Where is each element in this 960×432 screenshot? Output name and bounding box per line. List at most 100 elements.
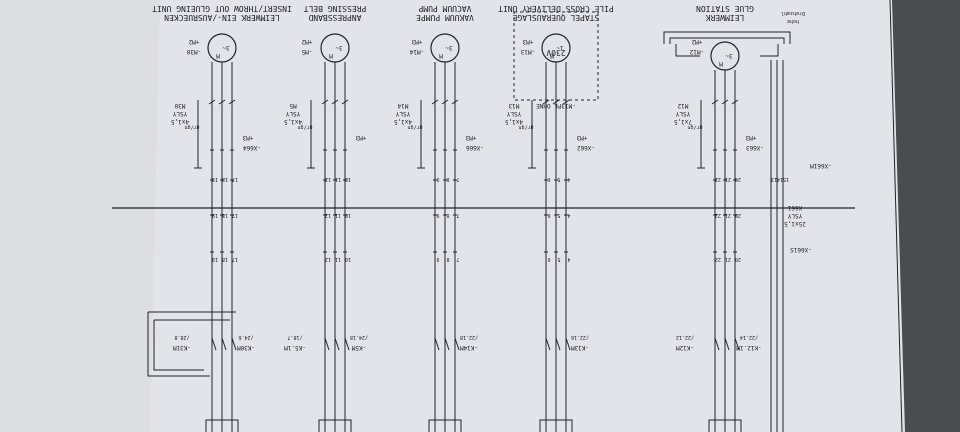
wire-number: 10 [345, 212, 351, 218]
relay-ref: /22.16 [571, 334, 589, 340]
contact-blade [324, 337, 330, 351]
contact-blade [555, 337, 561, 351]
cable-tick [331, 99, 339, 105]
wire-number: 7 [456, 176, 459, 182]
motor-enclosure [513, 11, 599, 101]
unit-header-line: LEIMWERK [706, 13, 745, 22]
extra-cable-spec: 25x1,5 [784, 220, 806, 227]
extra-cable-spec: X661 [787, 204, 802, 211]
wire-number: 10 [345, 256, 351, 262]
wire-number: 8 [446, 176, 449, 182]
wire-number: 21 [725, 176, 731, 182]
unit-header-line: LEIMWERK EIN-/AUSRUECKEN [164, 13, 280, 22]
wire-number: 18 [222, 256, 228, 262]
relay-tag: -K13M [571, 344, 589, 351]
terminal-box [318, 419, 352, 432]
motor-rating: 3~ [222, 44, 230, 51]
cable-spec: M5 [289, 102, 297, 109]
wire-number: 5 [557, 176, 560, 182]
cable-tick [731, 99, 739, 105]
wire-number: 6 [547, 256, 550, 262]
motor-rating: 1~ [556, 44, 564, 51]
wire-number: 6 [547, 212, 550, 218]
unit-0: GLUE STATIONLEIMWERKM3~+M2-M12Drehzahlho… [674, 4, 832, 432]
note-0: Drehzahl [781, 10, 805, 16]
wire-number: 17 [232, 176, 238, 182]
wire-number: 9 [436, 176, 439, 182]
contact-blade [454, 337, 460, 351]
pe-label: gr/gn [687, 124, 702, 130]
terminal-box [539, 419, 573, 432]
relay-tag: -K30M [237, 344, 255, 351]
wire-number: 12 [325, 256, 331, 262]
cross-label-b: -M12 [689, 48, 704, 55]
relay-tag: -K5M [351, 344, 366, 351]
unit-3: PRESSING BELTANPRESSBANDM3~+M2-M5gr/gnM5… [284, 4, 368, 432]
wire-number: 19 [212, 176, 218, 182]
connector-tag: +M3 [576, 134, 587, 141]
extra-terminal-tag: -X661S [790, 246, 812, 253]
terminal-box [205, 419, 239, 432]
cable-tick [441, 99, 449, 105]
motor-tag: M [439, 52, 443, 59]
wire-number: 8 [446, 212, 449, 218]
cable-spec: YSLY [395, 110, 410, 117]
cable-spec: YSLY [506, 110, 521, 117]
cable-tick [431, 99, 439, 105]
motor-rating: 3~ [725, 52, 733, 59]
wire-number: 22 [715, 256, 721, 262]
cable-spec: 4x1,5 [284, 118, 302, 125]
sheet-border [889, 0, 903, 432]
cross-label-a: +M3 [411, 38, 422, 45]
pe-label: gr/gn [184, 124, 199, 130]
cross-label-b: -M30 [186, 48, 201, 55]
unit-header-line: GLUE STATION [696, 4, 754, 13]
wire-number: 6 [547, 176, 550, 182]
relay-ref-b: /22.12 [676, 334, 694, 340]
wire-number: 20 [735, 212, 741, 218]
wire-number: 21 [725, 212, 731, 218]
wire-number: 9 [436, 256, 439, 262]
unit-header-line: PRESSING BELT [304, 4, 367, 13]
wire-number: 11 [335, 212, 341, 218]
cable-tick [451, 99, 459, 105]
cable-spec: 4x1,5 [505, 118, 523, 125]
cable-spec: M13 [508, 102, 519, 109]
contact-blade [434, 337, 440, 351]
terminal-block-tag: -X666 [466, 144, 484, 151]
cable-spec: 4x1,5 [171, 118, 189, 125]
wire-number: 12 [325, 176, 331, 182]
motor-rating: 3~ [445, 44, 453, 51]
cable-tick [208, 99, 216, 105]
contact-blade [734, 337, 740, 351]
plug-tag: -M13PL OHNE [536, 102, 576, 109]
cable-tick [542, 99, 550, 105]
cable-tick [711, 99, 719, 105]
terminal-box [708, 419, 742, 432]
terminal-block-tag: -X664 [243, 144, 261, 151]
cable-spec: YSLY [172, 110, 187, 117]
wire-number-b: 13 [771, 176, 777, 182]
wire-number: 5 [557, 212, 560, 218]
interlock-loop [147, 311, 236, 377]
contact-blade [221, 337, 227, 351]
relay-tag: -K14M [460, 344, 478, 351]
motor-rating: 3~ [335, 44, 343, 51]
pe-label: gr/gn [407, 124, 422, 130]
pe-label: gr/gn [518, 124, 533, 130]
contact-blade [724, 337, 730, 351]
pe-label: gr/gn [297, 124, 312, 130]
unit-header-line: INSERT/THROW OUT GLUEING UNIT [152, 4, 292, 13]
motor-tag: M [719, 60, 723, 67]
cable-tick [341, 99, 349, 105]
note-1: hohe [787, 18, 799, 24]
relay-tag-b: -K12M [676, 344, 694, 351]
cable-tick [562, 99, 570, 105]
cable-spec: YSLY [285, 110, 300, 117]
connector-tag: +M3 [745, 134, 756, 141]
wire-number: 18 [222, 176, 228, 182]
contact-blade [545, 337, 551, 351]
cable-spec: M12 [677, 102, 688, 109]
